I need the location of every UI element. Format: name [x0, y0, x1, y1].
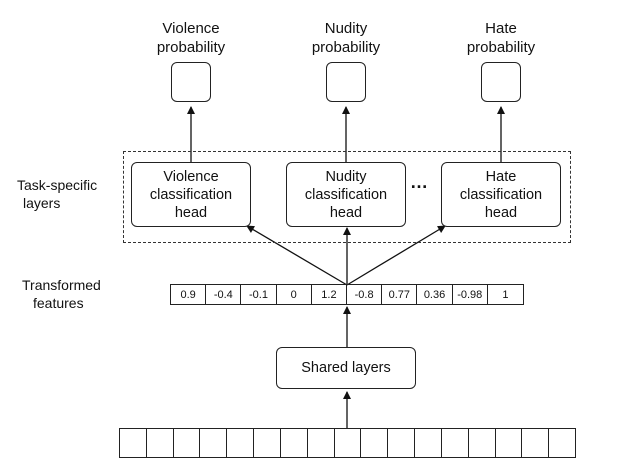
- feature-cell: -0.1: [241, 285, 277, 304]
- violence-output-node: [171, 62, 211, 102]
- arrow-features-to-hate-head: [346, 225, 446, 286]
- input-cell: [120, 429, 147, 457]
- input-cell: [361, 429, 389, 457]
- feature-cell: -0.8: [347, 285, 383, 304]
- feature-cell: 0.9: [171, 285, 207, 304]
- hate-output-node: [481, 62, 521, 102]
- feature-cell: -0.4: [206, 285, 242, 304]
- input-cell: [388, 429, 416, 457]
- feature-cell: 0.36: [417, 285, 453, 304]
- input-cell: [442, 429, 469, 457]
- shared-layers-box: Shared layers: [276, 347, 416, 389]
- nudity-output-node: [326, 62, 366, 102]
- input-cell: [549, 429, 575, 457]
- input-cell: [522, 429, 550, 457]
- input-cell: [200, 429, 228, 457]
- input-cell: [469, 429, 496, 457]
- input-cell: [335, 429, 362, 457]
- input-cell: [174, 429, 201, 457]
- input-cell: [308, 429, 335, 457]
- feature-vector: 0.9 -0.4 -0.1 0 1.2 -0.8 0.77 0.36 -0.98…: [170, 284, 524, 305]
- input-cell: [147, 429, 174, 457]
- more-heads-ellipsis: …: [410, 172, 429, 192]
- input-cell: [227, 429, 255, 457]
- task-specific-region: [123, 151, 571, 243]
- feature-cell: 1: [502, 288, 509, 301]
- input-cell: [496, 429, 523, 457]
- feature-cell: 0.77: [382, 285, 418, 304]
- feature-cell: 0: [277, 285, 312, 304]
- input-cell: [281, 429, 308, 457]
- input-cell: [254, 429, 281, 457]
- feature-cell: 1.2: [312, 285, 348, 304]
- input-cell: [415, 429, 442, 457]
- feature-cell: -0.98: [453, 285, 488, 304]
- input-vector: [119, 428, 576, 458]
- arrow-features-to-violence-head: [246, 225, 348, 286]
